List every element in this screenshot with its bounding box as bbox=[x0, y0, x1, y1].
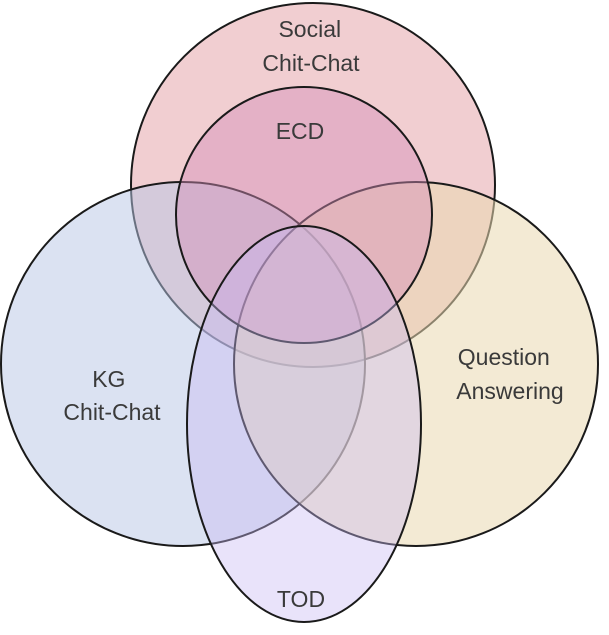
tod-ellipse bbox=[186, 225, 422, 623]
question-answering-label: Question Answering bbox=[456, 344, 563, 404]
social-chitchat-label: Social Chit-Chat bbox=[262, 16, 360, 76]
tod-label: TOD bbox=[277, 586, 325, 612]
kg-chitchat-label: KG Chit-Chat bbox=[63, 366, 161, 425]
ecd-circle bbox=[175, 86, 433, 344]
ecd-label: ECD bbox=[276, 118, 325, 144]
